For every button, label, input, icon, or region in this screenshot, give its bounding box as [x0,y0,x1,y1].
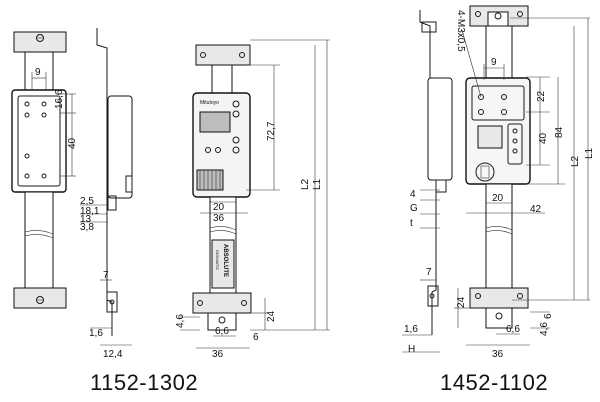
left-front-view: 9 16,6 40 [11,31,78,309]
right-dim-4-6: 4,6 [539,322,550,336]
model-label-left: 1152-1302 [90,370,199,395]
left-dim-1-6: 1,6 [89,328,103,339]
right-dim-22: 22 [536,90,547,102]
left-scale-upper [24,51,54,91]
left-front-screws [24,101,47,179]
left-dim-12-4: 12,4 [103,349,123,360]
right-dim-1-6: 1,6 [404,324,418,335]
left-dim-36-bottom: 36 [212,349,224,360]
left-dim-36: 36 [213,213,225,224]
right-dim-L1: L1 [584,147,595,159]
right-dim-m3: 4-M3x0,5 [455,10,466,52]
right-dim-20: 20 [492,193,504,204]
left-dim-20: 20 [213,202,225,213]
right-dim-L2: L2 [570,155,581,167]
left-side-view: 2,5 18,1 13 3,8 7 1,6 12,4 [80,28,133,360]
right-dim-24: 24 [456,296,467,308]
left-dim-2-5: 2,5 [80,196,94,207]
left-dim-40: 40 [67,137,78,149]
left-dim-9: 9 [35,67,41,78]
left-dim-L1: L1 [312,178,323,190]
right-dim-36: 36 [492,349,504,360]
scale-label-absolute: ABSOLUTE [222,244,228,277]
left-dim-13: 13 [80,214,92,225]
right-dim-H: H [408,344,415,355]
left-dim-L2: L2 [300,178,311,190]
right-side-view: 4 G t 7 1,6 H [402,10,453,355]
right-dim-40: 40 [538,132,549,144]
left-dim-72-7: 72,7 [266,121,277,141]
right-dim-4: 4 [410,189,416,200]
left-dim-18-1: 18,1 [80,206,100,217]
left-dim-4-6: 4,6 [175,314,186,328]
right-dim-7: 7 [426,267,432,278]
right-dim-84: 84 [554,126,565,138]
scale-label-digimatic: DIGIMATIC [215,250,220,270]
right-dim-t: t [410,218,413,229]
left-dim-24: 24 [266,310,277,322]
right-dim-42: 42 [530,204,542,215]
left-display-view: Mitutoyo ABSOLUTE DIGIMATIC 20 36 [175,39,330,360]
left-bottom-block [13,287,67,309]
right-dim-9: 9 [491,57,497,68]
right-dim-6: 6 [543,313,554,319]
left-dim-6-6: 6,6 [215,326,229,337]
left-dim-3-8: 3,8 [80,222,94,233]
right-dim-6-6: 6,6 [506,324,520,335]
brand-logo-left: Mitutoyo [200,100,219,106]
left-dim-16-6: 16,6 [54,89,65,109]
right-dim-G: G [410,203,418,214]
right-front-view: 4-M3x0,5 9 22 40 84 L2 L1 20 42 24 6,6 6… [454,5,595,360]
model-label-right: 1452-1102 [440,370,549,395]
left-dim-7: 7 [103,270,109,281]
left-dim-6: 6 [253,332,259,343]
